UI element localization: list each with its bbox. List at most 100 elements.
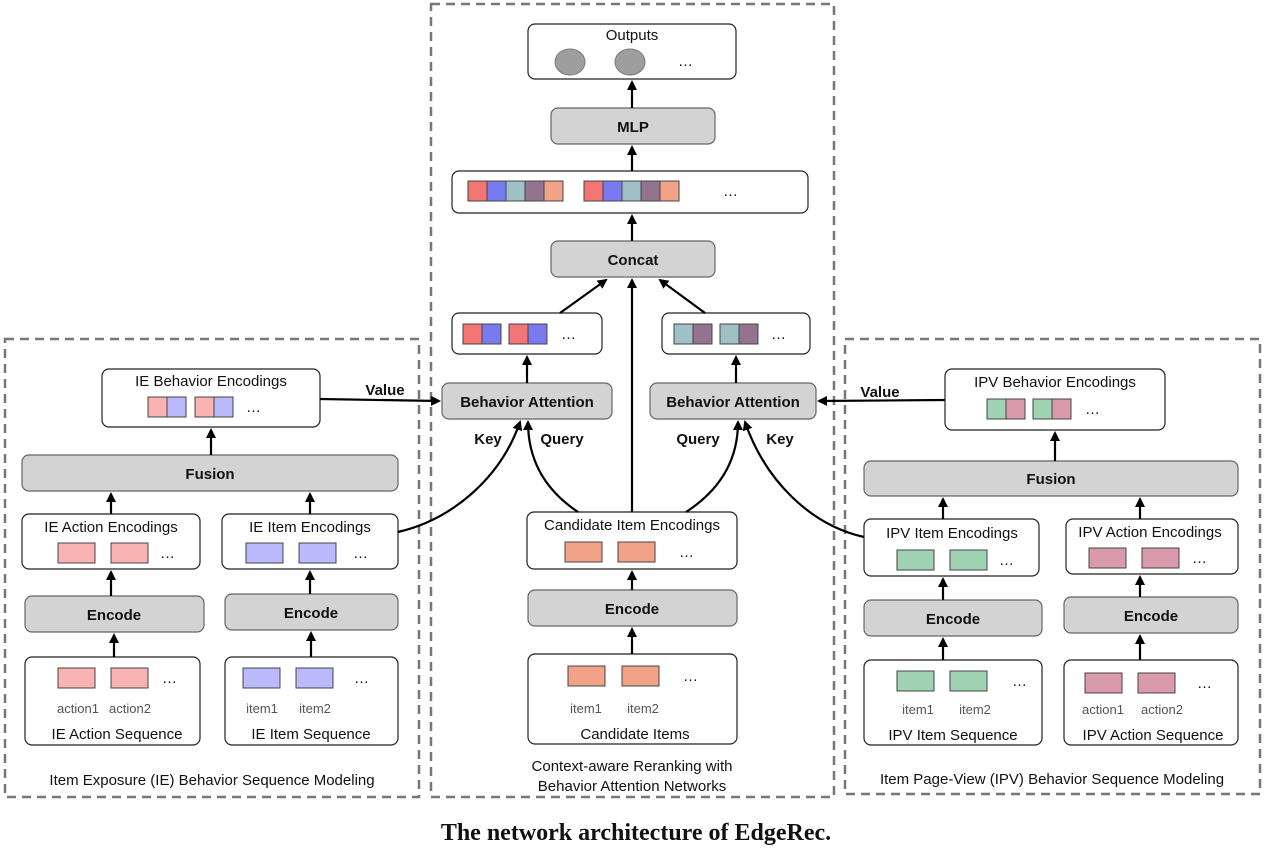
key-arrow-right [742, 420, 865, 539]
ie-beh-cell [166, 396, 187, 418]
ipv-fusion-label: Fusion [1026, 471, 1075, 488]
ipv-beh-cell [1051, 398, 1072, 420]
concat-cell [583, 180, 604, 202]
ipv-item-encodings-label: IPV Item Encodings [886, 525, 1018, 542]
ipv-action-seq-cell [1084, 672, 1123, 694]
ipv-item-seq-cell [896, 670, 935, 692]
ie-action-encode-label: Encode [87, 607, 141, 624]
ie-action-encodings-label: IE Action Encodings [44, 519, 177, 536]
center-section-title-line2: Behavior Attention Networks [538, 778, 726, 795]
ipv-beh-cell [986, 398, 1007, 420]
ie-beh-cell [213, 396, 234, 418]
outputs-label: Outputs [606, 27, 659, 44]
ie-item-enc-ellipsis: … [353, 545, 368, 562]
attn-right-cell [738, 323, 759, 345]
ie-item-seq-ellipsis: … [354, 670, 369, 687]
key-label-left: Key [474, 431, 502, 448]
concat-cell [659, 180, 680, 202]
query-label-left: Query [540, 431, 584, 448]
ie-beh-cell [194, 396, 215, 418]
concat-cell [640, 180, 661, 202]
ipv-item-enc-cell [896, 549, 935, 571]
ipv-action-encodings-label: IPV Action Encodings [1078, 524, 1221, 541]
attn-left-cell [508, 323, 529, 345]
ipv-item-enc-cell [949, 549, 988, 571]
concat-vector-ellipsis: … [723, 183, 738, 200]
ie-item1-label: item1 [246, 701, 278, 716]
attn-right-cell [673, 323, 694, 345]
concat-cell [524, 180, 545, 202]
ie-behavior-encodings-label: IE Behavior Encodings [135, 373, 287, 390]
candidate-item-cell [621, 665, 660, 687]
query-label-right: Query [676, 431, 720, 448]
candidate-enc-ellipsis: … [679, 544, 694, 561]
concat-cell [505, 180, 526, 202]
arrow [658, 278, 706, 314]
center-section-title-line1: Context-aware Reranking with [532, 758, 733, 775]
candidate-item1-label: item1 [570, 701, 602, 716]
candidate-item2-label: item2 [627, 701, 659, 716]
ipv-section-title: Item Page-View (IPV) Behavior Sequence M… [880, 771, 1224, 788]
value-arrow-left [319, 395, 441, 406]
value-label-left: Value [365, 382, 404, 399]
concat-cell [602, 180, 623, 202]
ipv-action-seq-cell [1137, 672, 1176, 694]
ie-action-seq-cell [57, 667, 96, 689]
outputs-ellipsis: … [678, 53, 693, 70]
behavior-attention-left-label: Behavior Attention [460, 394, 594, 411]
ie-fusion-label: Fusion [185, 466, 234, 483]
ipv-beh-ellipsis: … [1085, 401, 1100, 418]
ipv-action-enc-cell [1141, 547, 1180, 569]
behavior-attention-right-box [649, 382, 817, 420]
ie-section-title: Item Exposure (IE) Behavior Sequence Mod… [49, 772, 374, 789]
output-node [614, 48, 646, 76]
ie-beh-ellipsis: … [246, 399, 261, 416]
ipv-item1-label: item1 [902, 702, 934, 717]
candidate-enc-cell [564, 541, 603, 563]
ie-item-seq-cell [242, 667, 281, 689]
ipv-fusion-box [863, 460, 1239, 497]
ipv-action-enc-ellipsis: … [1192, 550, 1207, 567]
ipv-item2-label: item2 [959, 702, 991, 717]
ie-action-seq-cell [110, 667, 149, 689]
ie-item-seq-cell [295, 667, 334, 689]
key-label-right: Key [766, 431, 794, 448]
ie-action-seq-ellipsis: … [162, 670, 177, 687]
ipv-item-encode-label: Encode [926, 611, 980, 628]
attn-left-cell [527, 323, 548, 345]
query-arrow-left [523, 420, 579, 513]
attn-right-cell [692, 323, 713, 345]
attn-right-ellipsis: … [771, 326, 786, 343]
output-node [554, 48, 586, 76]
ipv-item-sequence-label: IPV Item Sequence [888, 727, 1017, 744]
ie-beh-cell [147, 396, 168, 418]
ie-item-sequence-label: IE Item Sequence [251, 726, 370, 743]
ie-action-encode-box [24, 595, 205, 633]
behavior-attention-right-label: Behavior Attention [666, 394, 800, 411]
ipv-item-encode-box [863, 599, 1043, 637]
ipv-behavior-encodings-label: IPV Behavior Encodings [974, 374, 1136, 391]
attn-right-cell [719, 323, 740, 345]
ie-item-enc-cell [245, 542, 284, 564]
concat-cell [543, 180, 564, 202]
ipv-action-enc-cell [1088, 547, 1127, 569]
ipv-action1-label: action1 [1082, 702, 1124, 717]
ie-item-encodings-label: IE Item Encodings [249, 519, 371, 536]
ie-action-enc-cell [110, 542, 149, 564]
candidate-items-ellipsis: … [683, 668, 698, 685]
ipv-item-seq-ellipsis: … [1012, 673, 1027, 690]
concat-cell [621, 180, 642, 202]
value-label-right: Value [860, 384, 899, 401]
mlp-label: MLP [617, 119, 649, 136]
concat-label: Concat [608, 252, 659, 269]
ie-action-enc-cell [57, 542, 96, 564]
ipv-item-seq-cell [949, 670, 988, 692]
query-arrow-right [685, 420, 743, 513]
candidate-encodings-label: Candidate Item Encodings [544, 517, 720, 534]
ipv-action2-label: action2 [1141, 702, 1183, 717]
ie-item-encode-box [224, 593, 399, 631]
ie-action-enc-ellipsis: … [160, 545, 175, 562]
candidate-items-label: Candidate Items [580, 726, 689, 743]
attn-left-cell [462, 323, 483, 345]
